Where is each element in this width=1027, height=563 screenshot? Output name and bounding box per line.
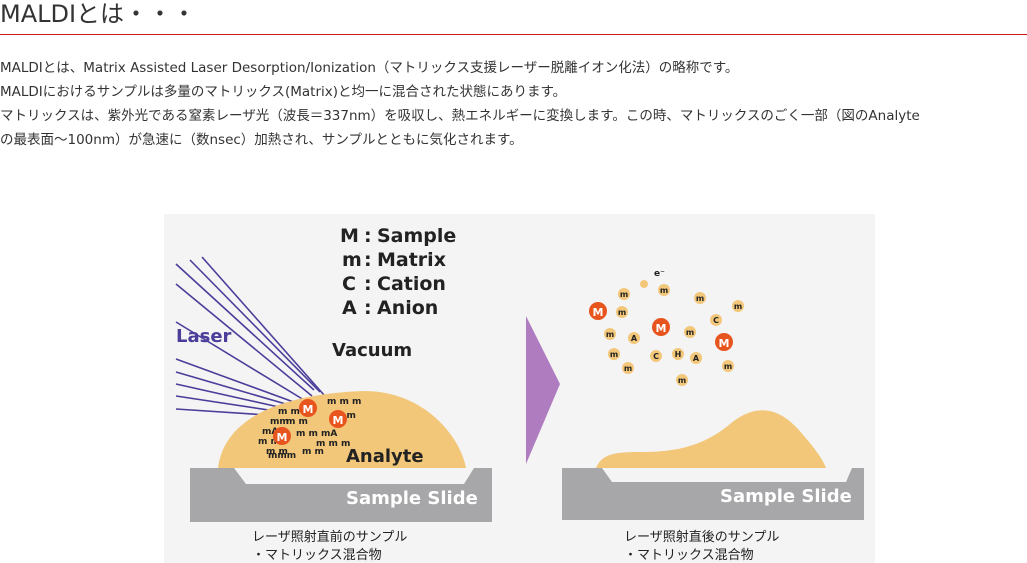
svg-text:m m: m m xyxy=(266,447,288,457)
legend-item-matrix: m : Matrix xyxy=(342,249,446,271)
description-line-1: MALDIとは、Matrix Assisted Laser Desorption… xyxy=(0,60,739,76)
svg-text:C: C xyxy=(713,316,719,325)
legend-item-anion: A : Anion xyxy=(342,297,438,319)
svg-text:M: M xyxy=(719,337,730,350)
caption-left-line-2: ・マトリックス混合物 xyxy=(252,548,382,563)
transition-arrow xyxy=(526,316,560,464)
description-line-4: の最表面～100nm）が急速に（数nsec）加熱され、サンプルとともに気化されま… xyxy=(0,132,523,148)
legend-label-cation: Cation xyxy=(377,273,446,295)
page-heading: MALDIとは・・・ xyxy=(0,0,197,28)
legend-sep-sample: : xyxy=(364,225,372,247)
analyte-mound-left xyxy=(218,391,466,468)
legend-key-matrix: m xyxy=(342,249,362,271)
svg-text:e⁻: e⁻ xyxy=(654,269,665,279)
svg-text:m: m xyxy=(724,362,732,371)
svg-text:H: H xyxy=(675,350,682,359)
legend-label-sample: Sample xyxy=(377,225,456,247)
legend: M : Sample m : Matrix C : Cation A : Ani… xyxy=(340,225,456,319)
svg-text:m m m: m m m xyxy=(278,407,312,417)
sample-slide-left-label: Sample Slide xyxy=(346,488,478,509)
svg-text:m: m xyxy=(696,294,704,303)
left-sample-ions: M M M xyxy=(273,399,347,445)
svg-text:A: A xyxy=(693,354,700,363)
sample-slide-right-label: Sample Slide xyxy=(720,486,852,507)
svg-text:m m m: m m m xyxy=(327,397,361,407)
svg-text:m: m xyxy=(686,328,694,337)
svg-text:A: A xyxy=(631,334,638,343)
analyte-mound-right xyxy=(596,410,826,468)
svg-text:m: m xyxy=(624,364,632,373)
legend-item-cation: C : Cation xyxy=(342,273,446,295)
svg-text:m: m xyxy=(606,330,614,339)
right-vapor-molecules: m m m m m C m A m m C H A m m m e⁻ M M M xyxy=(589,269,744,386)
svg-text:m m: m m xyxy=(286,417,308,427)
description-line-2: MALDIにおけるサンプルは多量のマトリックス(Matrix)と均一に混合された… xyxy=(0,84,567,100)
sample-slide-right xyxy=(562,468,864,520)
analyte-label: Analyte xyxy=(346,446,424,467)
svg-text:M: M xyxy=(303,403,314,416)
svg-text:M: M xyxy=(593,306,604,319)
legend-key-cation: C xyxy=(342,273,356,295)
svg-text:M: M xyxy=(333,414,344,427)
maldi-diagram: m m m m m m mm mA m m m m m m m m mA m m… xyxy=(164,214,875,563)
sample-slide-left xyxy=(190,468,492,522)
caption-right-line-1: レーザ照射直後のサンプル xyxy=(624,529,779,545)
svg-text:m m: m m xyxy=(302,447,324,457)
svg-text:mA: mA xyxy=(262,427,278,437)
svg-text:m m mA: m m mA xyxy=(296,429,337,439)
heading-divider xyxy=(0,34,1027,35)
svg-text:mm: mm xyxy=(270,417,289,427)
legend-label-matrix: Matrix xyxy=(377,249,446,271)
svg-text:m m: m m xyxy=(258,437,280,447)
svg-text:C: C xyxy=(653,352,659,361)
legend-sep-anion: : xyxy=(364,297,372,319)
vacuum-label: Vacuum xyxy=(332,340,412,361)
legend-label-anion: Anion xyxy=(377,297,438,319)
description-paragraph: MALDIとは、Matrix Assisted Laser Desorption… xyxy=(0,56,1027,152)
description-line-3: マトリックスは、紫外光である窒素レーザ光（波長＝337nm）を吸収し、熱エネルギ… xyxy=(0,108,920,124)
svg-text:m: m xyxy=(678,376,686,385)
legend-sep-matrix: : xyxy=(364,249,372,271)
maldi-diagram-svg: m m m m m m mm mA m m m m m m m m mA m m… xyxy=(175,225,864,563)
svg-text:m: m xyxy=(660,286,668,295)
legend-key-sample: M xyxy=(340,225,359,247)
caption-right-line-2: ・マトリックス混合物 xyxy=(624,548,754,563)
svg-text:m: m xyxy=(610,350,618,359)
legend-item-sample: M : Sample xyxy=(340,225,456,247)
legend-key-anion: A xyxy=(342,297,357,319)
svg-text:m: m xyxy=(620,290,628,299)
svg-text:m m m: m m m xyxy=(316,439,350,449)
svg-text:M: M xyxy=(656,322,667,335)
svg-text:mmm: mmm xyxy=(268,451,296,461)
legend-sep-cation: : xyxy=(364,273,372,295)
laser-label: Laser xyxy=(176,326,232,347)
svg-text:M: M xyxy=(277,431,288,444)
caption-left-line-1: レーザ照射直前のサンプル xyxy=(252,529,407,545)
svg-text:m: m xyxy=(618,308,626,317)
svg-text:m: m xyxy=(734,302,742,311)
